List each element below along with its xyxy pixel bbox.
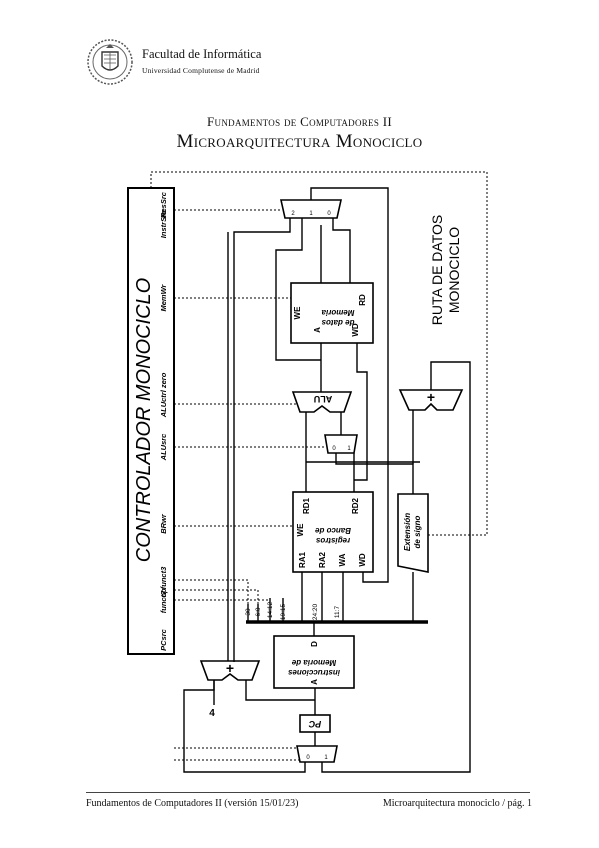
alu-label: ALU xyxy=(314,394,333,404)
bit-field-label: 30 xyxy=(245,608,252,616)
university-name: Universidad Complutense de Madrid xyxy=(142,66,260,75)
alu-mux-input-0: 0 xyxy=(332,446,336,452)
instr-memory-label-1: Memoria de xyxy=(291,658,336,667)
instr-memory-a: A xyxy=(310,679,319,685)
datapath-title-line2: MONOCICLO xyxy=(446,227,462,313)
register-bank-we: WE xyxy=(296,523,305,537)
register-bank-wd: WD xyxy=(358,553,367,567)
pc-mux-input-1: 1 xyxy=(324,755,328,761)
sign-ext-label-1: Extensión xyxy=(403,513,412,551)
adder-right-label: + xyxy=(427,389,435,405)
instr-memory-d: D xyxy=(310,641,319,647)
course-title: Fundamentos de Computadores II xyxy=(207,114,392,129)
university-seal-logo xyxy=(86,38,134,86)
data-memory-a: A xyxy=(313,327,322,333)
signal-funct7: funct7 xyxy=(159,590,168,613)
data-memory-wd: WD xyxy=(351,323,360,337)
alu-mux-input-1: 1 xyxy=(347,446,351,452)
bit-field-label: 19:15 xyxy=(280,603,287,620)
sign-ext-label-2: de signo xyxy=(413,515,422,548)
register-bank-label-2: registros xyxy=(315,536,350,545)
data-memory-label-2: de datos xyxy=(321,318,354,327)
page-title: Microarquitectura Monociclo xyxy=(176,131,423,152)
footer-left: Fundamentos de Computadores II (versión … xyxy=(86,798,299,809)
register-bank-ra2: RA2 xyxy=(318,551,327,568)
signal-op: op xyxy=(159,588,168,598)
bit-field-label: 24:20 xyxy=(312,603,319,620)
bit-field-label: 6:0 xyxy=(255,607,262,616)
pc-label: PC xyxy=(308,719,321,729)
constant-four: 4 xyxy=(209,708,215,719)
signal-pcsrc: PCsrc xyxy=(159,628,168,651)
adder-left-label: + xyxy=(226,660,234,676)
res-mux-input-2: 2 xyxy=(291,211,295,217)
signal-memwr: MemWr xyxy=(159,283,168,311)
register-bank-rd1: RD1 xyxy=(302,497,311,514)
signal-ressrc: ResSrc xyxy=(159,191,168,218)
data-memory-label-1: Memoria xyxy=(321,308,354,317)
controller-title: CONTROLADOR MONOCICLO xyxy=(133,278,155,562)
register-bank-rd2: RD2 xyxy=(351,497,360,514)
footer-right: Microarquitectura monociclo / pág. 1 xyxy=(382,798,532,809)
data-memory-we: WE xyxy=(293,306,302,320)
signal-brwr: BRwr xyxy=(159,513,168,534)
footer-divider xyxy=(86,792,530,793)
signal-alusrc: ALUsrc xyxy=(159,433,168,462)
register-bank-ra1: RA1 xyxy=(298,551,307,568)
register-bank-label-1: Banco de xyxy=(314,526,351,535)
signal-aluctrl-zero: ALUctrl zero xyxy=(159,372,168,418)
bit-field-label: 14:12 xyxy=(267,601,274,618)
data-memory-rd: RD xyxy=(358,294,367,306)
faculty-name: Facultad de Informática xyxy=(142,47,262,61)
instr-memory-label-2: instrucciones xyxy=(287,668,340,677)
bit-field-label: 11:7 xyxy=(334,606,341,619)
datapath-title-line1: RUTA DE DATOS xyxy=(429,215,445,325)
res-mux-input-0: 0 xyxy=(327,211,331,217)
signal-funct3: funct3 xyxy=(159,566,168,589)
pc-mux-input-0: 0 xyxy=(306,755,310,761)
register-bank-wa: WA xyxy=(338,553,347,566)
signal-instrsrc: InstrSrc xyxy=(159,209,168,238)
res-mux-input-1: 1 xyxy=(309,211,313,217)
